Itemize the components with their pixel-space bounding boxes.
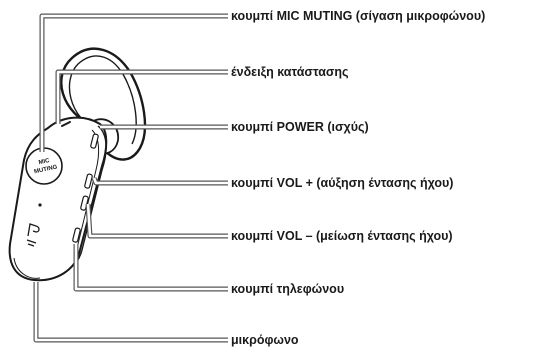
label-status-indicator: ένδειξη κατάστασης <box>231 65 349 79</box>
leader-line-vol-down <box>85 203 228 239</box>
label-vol-down: κουμπί VOL – (μείωση έντασης ήχου) <box>231 229 453 243</box>
label-vol-up: κουμπί VOL + (αύξηση έντασης ήχου) <box>231 176 454 190</box>
ear-hook-inner <box>68 55 137 145</box>
leader-line-status-indicator <box>55 69 228 124</box>
vol-up-button <box>84 173 93 189</box>
leader-lines <box>33 13 228 343</box>
status-indicator-slit <box>61 121 71 127</box>
microphone-tip <box>13 257 41 279</box>
small-dot <box>38 203 42 207</box>
label-microphone: μικρόφωνο <box>231 333 299 347</box>
vol-down-button <box>80 195 89 211</box>
leader-line-phone <box>73 244 228 292</box>
label-mic-muting: κουμπί MIC MUTING (σίγαση μικροφώνου) <box>231 9 486 23</box>
phone-button <box>72 227 81 243</box>
label-phone: κουμπί τηλεφώνου <box>231 282 345 296</box>
mic-label-line1: MIC <box>38 158 51 166</box>
mic-label-line2: MUTING <box>34 164 59 175</box>
playstation-logo-icon <box>26 223 40 247</box>
power-button <box>90 133 99 149</box>
side-rail-inner <box>77 129 100 245</box>
label-power: κουμπί POWER (ισχύς) <box>231 120 369 134</box>
